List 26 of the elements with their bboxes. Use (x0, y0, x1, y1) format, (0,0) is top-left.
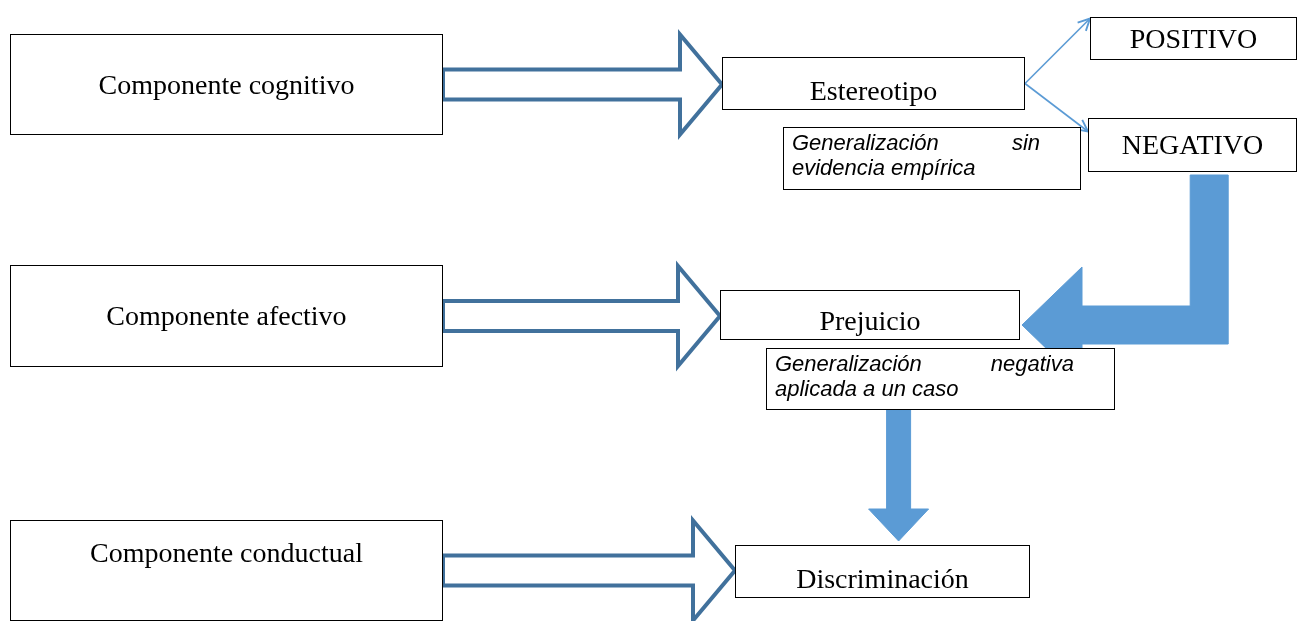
block-arrow (441, 260, 723, 372)
note-text: Generalización negativa aplicada a un caso (775, 351, 1074, 401)
concept-box (735, 545, 1030, 598)
box-label: Componente conductual (90, 537, 363, 569)
note-box (766, 348, 1115, 410)
concept-box (720, 290, 1020, 340)
concept-box (10, 34, 443, 135)
note-text: Generalización sin evidencia empírica (792, 130, 1040, 180)
box-label: Prejuicio (819, 305, 921, 337)
box-label: NEGATIVO (1121, 129, 1264, 161)
box-label: Discriminación (796, 563, 969, 595)
box-label: Componente cognitivo (98, 68, 355, 101)
box-label: Estereotipo (809, 75, 938, 107)
block-arrow (868, 409, 930, 542)
concept-box (10, 520, 443, 621)
box-label: POSITIVO (1129, 22, 1258, 55)
concept-box (10, 265, 443, 367)
arrow (1024, 17, 1091, 85)
box-label: Componente afectivo (106, 300, 347, 332)
arrow (1024, 82, 1089, 133)
concept-box (1090, 17, 1297, 60)
block-arrow (441, 515, 738, 621)
block-arrow (441, 29, 725, 140)
note-box (783, 127, 1081, 190)
concept-box (722, 57, 1025, 110)
concept-box (1088, 118, 1297, 172)
